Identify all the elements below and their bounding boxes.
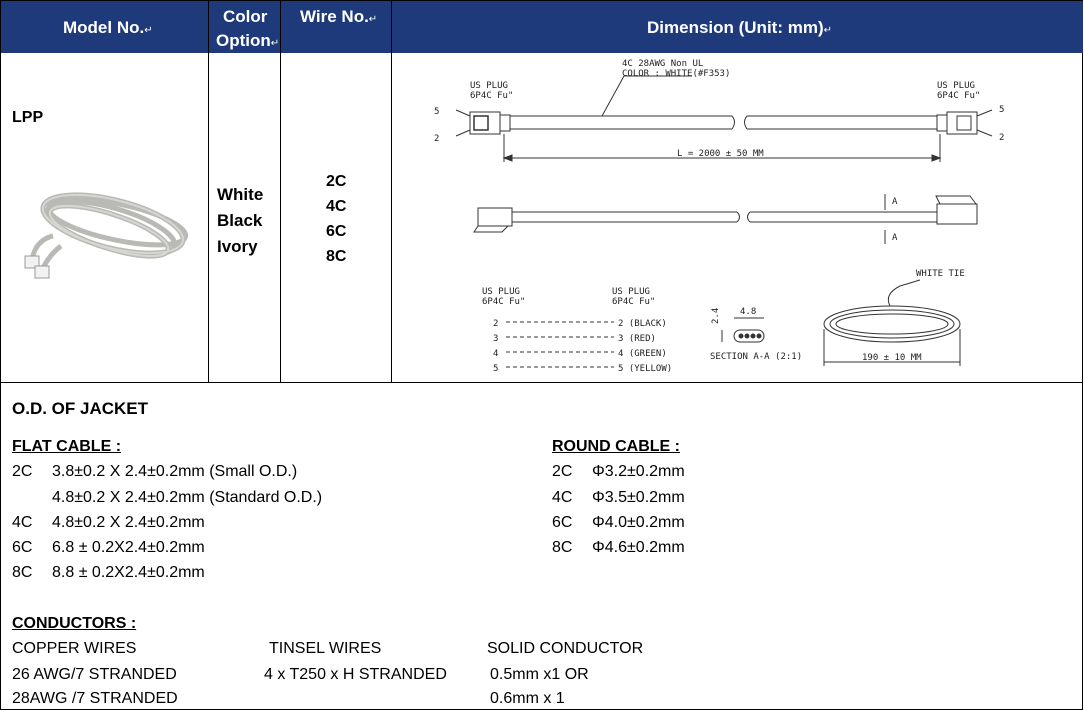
wiring-right-label-2: 6P4C Fu"	[612, 297, 655, 307]
right-pin-2: 2	[999, 133, 1004, 143]
paragraph-mark: ↵	[144, 25, 153, 36]
header-wire-no-label: Wire No.	[300, 7, 369, 26]
paragraph-mark: ↵	[823, 25, 832, 36]
column-divider	[208, 53, 209, 382]
header-dimension: Dimension (Unit: mm)↵	[392, 1, 1083, 53]
round-cable-title: ROUND CABLE :	[552, 438, 680, 455]
model-value: LPP	[12, 109, 44, 126]
header-color-option: Color Option↵	[209, 1, 281, 53]
round-code: 6C	[552, 514, 573, 531]
paragraph-mark: ↵	[368, 14, 378, 25]
flat-value: 4.8±0.2 X 2.4±0.2mm	[52, 514, 205, 531]
left-plug-label-1: US PLUG	[470, 81, 508, 91]
tinsel-item: 4 x T250 x H STRANDED	[264, 666, 447, 683]
copper-item: 26 AWG/7 STRANDED	[12, 666, 177, 683]
copper-item: 28AWG /7 STRANDED	[12, 690, 178, 707]
cable-photo	[24, 192, 189, 279]
wiring-pin-left: 2	[493, 319, 498, 329]
header-option-label: Option	[216, 31, 271, 50]
wiring-pin-left: 4	[493, 349, 498, 359]
cable-label-2: COLOR : WHITE(#F353)	[622, 69, 730, 79]
left-plug-label-2: 6P4C Fu"	[470, 91, 513, 101]
section-height: 2.4	[711, 308, 721, 324]
round-value: Φ3.2±0.2mm	[592, 463, 685, 480]
wiring-left-label-2: 6P4C Fu"	[482, 297, 525, 307]
flat-code: 6C	[12, 539, 33, 556]
row-divider	[1, 382, 1083, 383]
round-value: Φ4.0±0.2mm	[592, 514, 685, 531]
section-label: SECTION A-A (2:1)	[710, 352, 802, 362]
length-dimension: L = 2000 ± 50 MM	[677, 149, 764, 159]
round-code: 4C	[552, 489, 573, 506]
copper-title: COPPER WIRES	[12, 640, 137, 657]
color-ivory: Ivory	[217, 237, 258, 256]
column-divider	[280, 53, 281, 382]
wiring-pin-right: 5 (YELLOW)	[618, 364, 672, 374]
section-mark-bottom: A	[892, 233, 898, 243]
wiring-pin-right: 3 (RED)	[618, 334, 656, 344]
flat-value: 4.8±0.2 X 2.4±0.2mm (Standard O.D.)	[52, 489, 323, 506]
flat-code: 8C	[12, 564, 33, 581]
table-header: Model No.↵ Color Option↵ Wire No.↵ Dimen…	[1, 1, 1083, 53]
conductors-title: CONDUCTORS :	[12, 615, 137, 632]
left-pin-2: 2	[434, 134, 439, 144]
solid-item: 0.6mm x 1	[490, 690, 565, 707]
coil-length: 190 ± 10 MM	[862, 353, 922, 363]
jacket-title: O.D. OF JACKET	[12, 399, 149, 418]
header-model-no-label: Model No.	[63, 18, 145, 37]
flat-value: 3.8±0.2 X 2.4±0.2mm (Small O.D.)	[52, 463, 298, 480]
flat-cable-title: FLAT CABLE :	[12, 438, 122, 455]
wire-4c: 4C	[326, 198, 347, 215]
wiring-pin-left: 5	[493, 364, 498, 374]
column-divider	[391, 53, 392, 382]
flat-value: 8.8 ± 0.2X2.4±0.2mm	[52, 564, 205, 581]
header-dimension-label: Dimension (Unit: mm)	[647, 18, 824, 37]
solid-item: 0.5mm x1 OR	[490, 666, 589, 683]
wire-6c: 6C	[326, 223, 347, 240]
flat-code: 2C	[12, 463, 33, 480]
paragraph-mark: ↵	[270, 38, 280, 49]
cable-label-1: 4C 28AWG Non UL	[622, 59, 703, 69]
wiring-pin-right: 2 (BLACK)	[618, 319, 667, 329]
wire-2c: 2C	[326, 173, 347, 190]
header-wire-no: Wire No.↵	[281, 1, 392, 53]
left-pin-5: 5	[434, 107, 439, 117]
wiring-pin-right: 4 (GREEN)	[618, 349, 667, 359]
wiring-right-label-1: US PLUG	[612, 287, 650, 297]
color-white: White	[217, 185, 264, 204]
flat-value: 6.8 ± 0.2X2.4±0.2mm	[52, 539, 205, 556]
tinsel-title: TINSEL WIRES	[269, 640, 382, 657]
section-mark-top: A	[892, 197, 898, 207]
right-pin-5: 5	[999, 105, 1004, 115]
right-plug-label-2: 6P4C Fu"	[937, 91, 980, 101]
round-value: Φ3.5±0.2mm	[592, 489, 685, 506]
round-value: Φ4.6±0.2mm	[592, 539, 685, 556]
header-model-no: Model No.↵	[1, 1, 209, 53]
header-color-label: Color	[223, 7, 268, 26]
solid-title: SOLID CONDUCTOR	[487, 640, 644, 657]
dimension-drawing: 4C 28AWG Non UL COLOR : WHITE(#F353) US …	[434, 59, 1004, 374]
round-code: 8C	[552, 539, 573, 556]
wiring-pin-left: 3	[493, 334, 498, 344]
color-black: Black	[217, 211, 263, 230]
flat-code: 4C	[12, 514, 33, 531]
tie-label: WHITE TIE	[916, 269, 965, 279]
right-plug-label-1: US PLUG	[937, 81, 975, 91]
wiring-left-label-1: US PLUG	[482, 287, 520, 297]
section-width: 4.8	[740, 307, 756, 317]
wire-8c: 8C	[326, 248, 347, 265]
round-code: 2C	[552, 463, 573, 480]
